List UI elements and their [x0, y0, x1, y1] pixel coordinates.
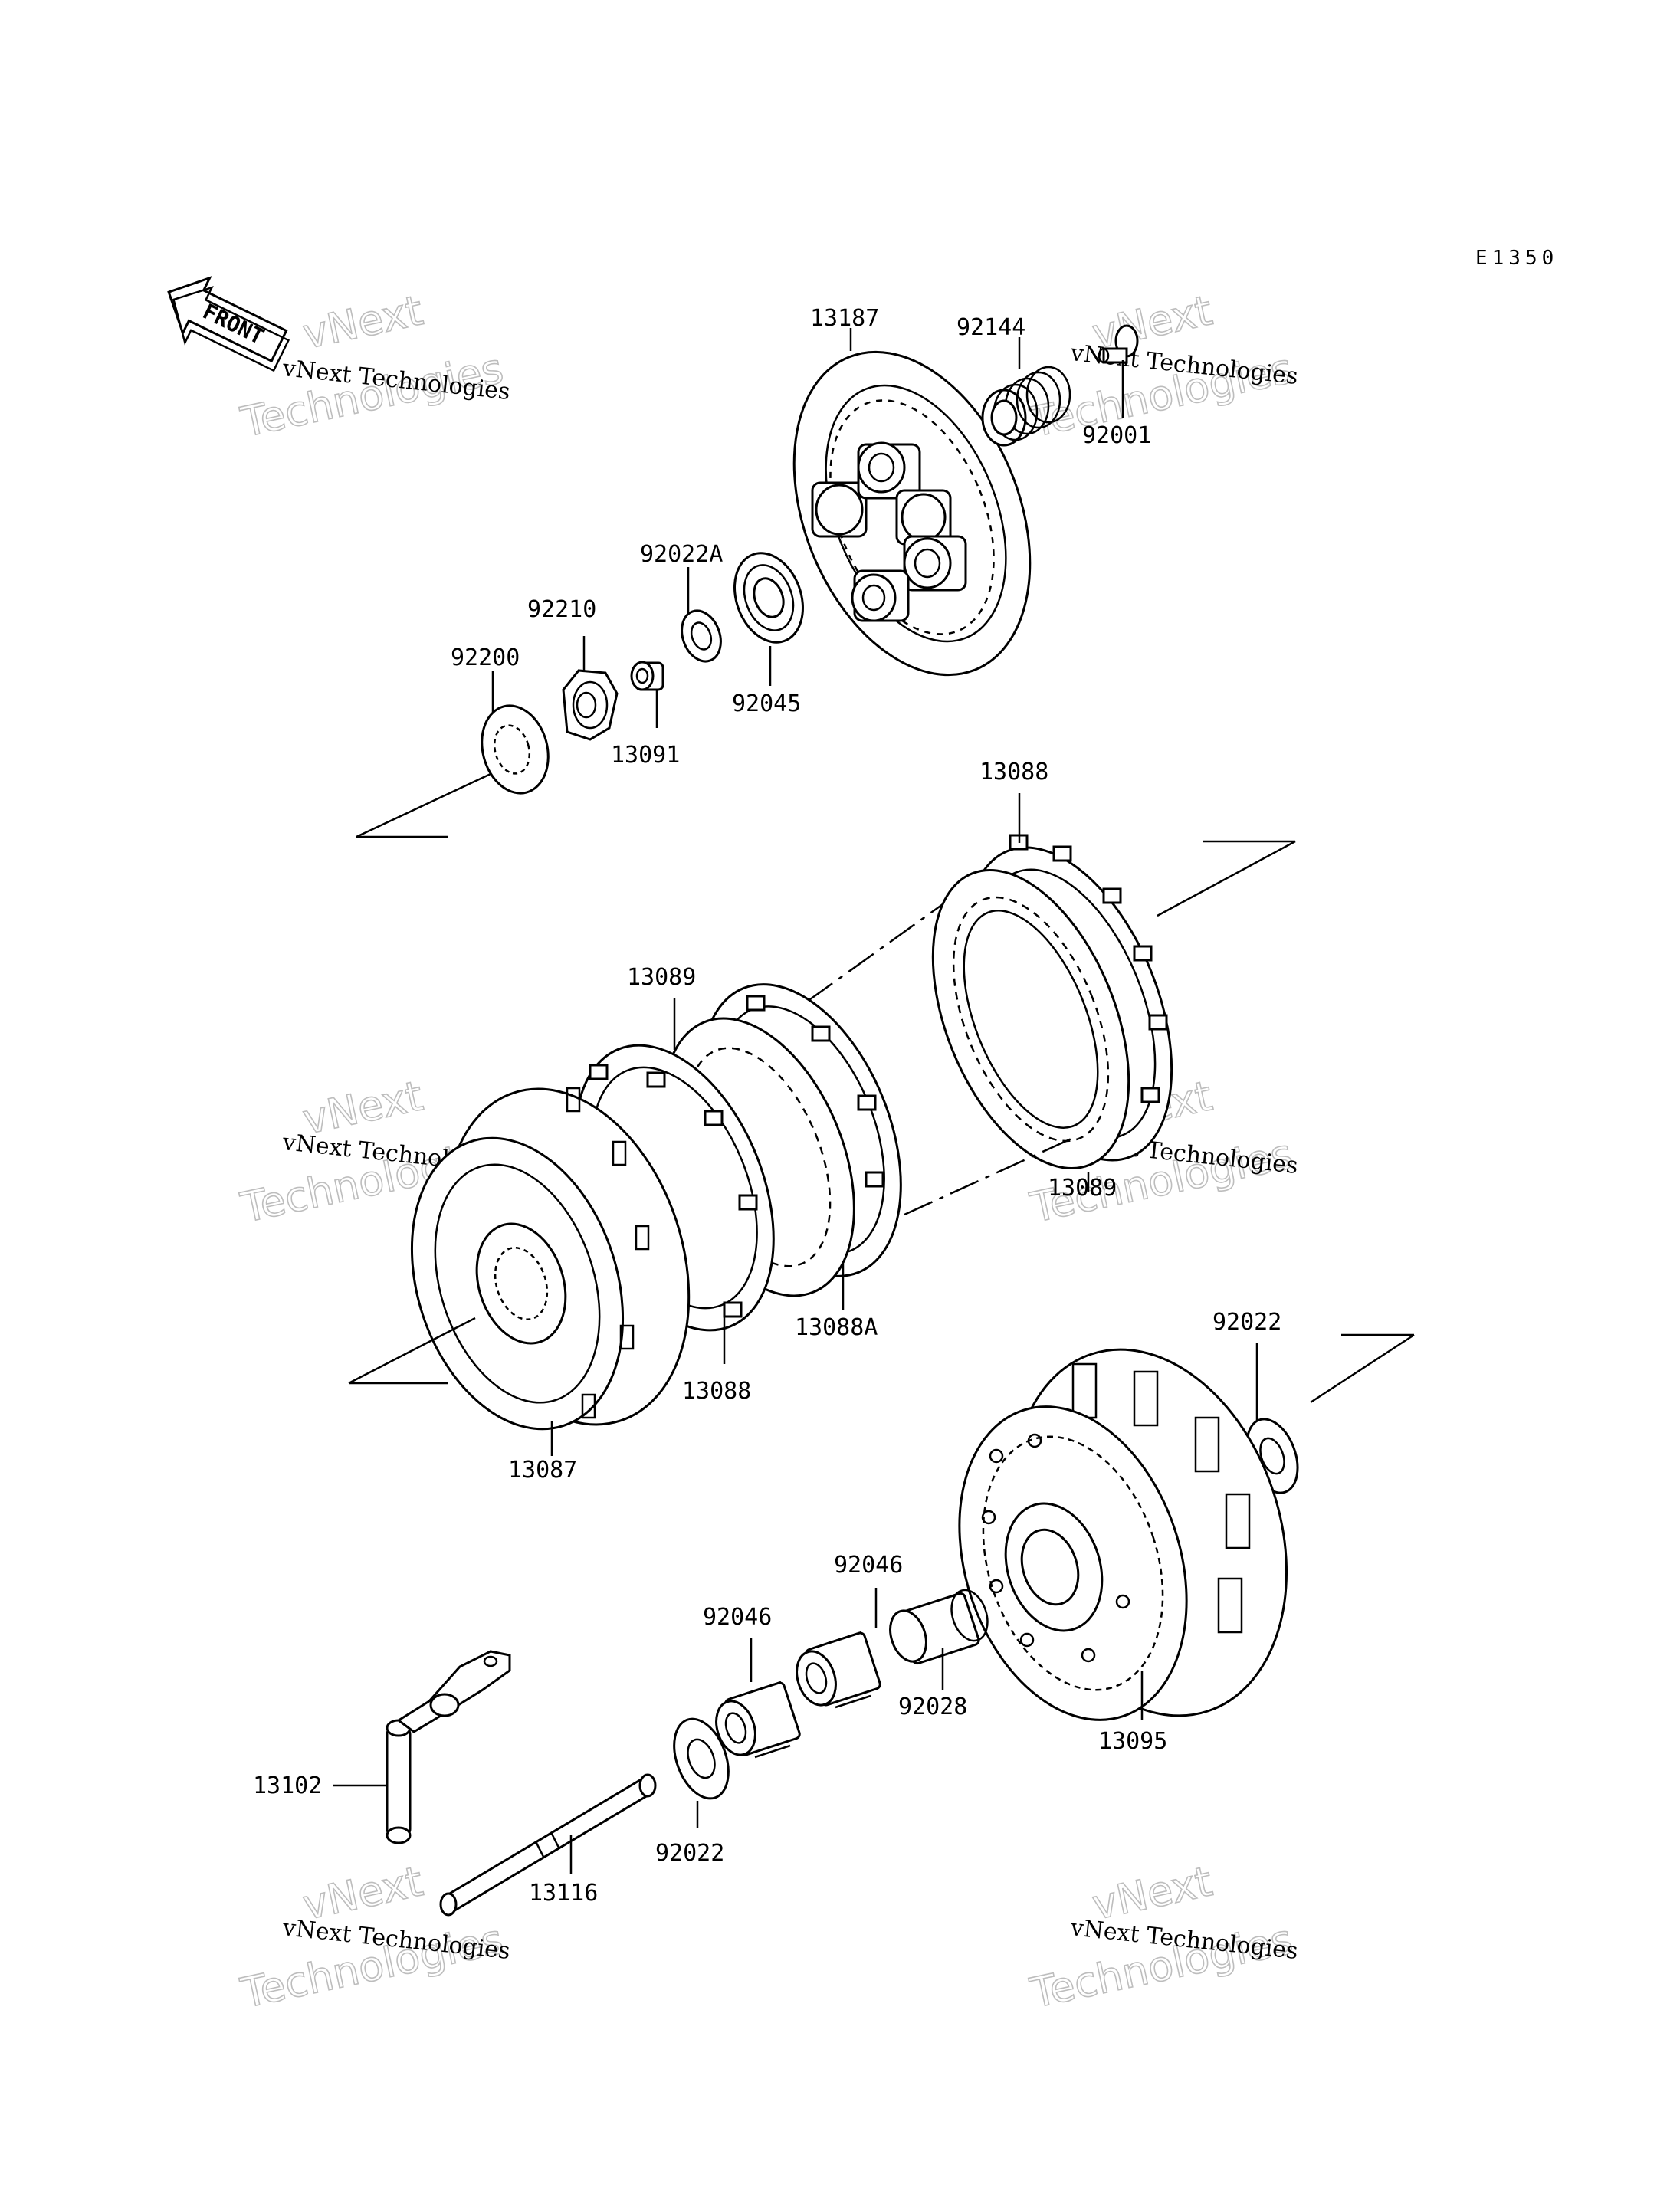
label-13116: 13116: [529, 1880, 598, 1907]
label-92022A: 92022A: [640, 541, 723, 568]
spline-washer-92200: [481, 704, 550, 795]
label-13095: 13095: [1098, 1728, 1167, 1755]
clutch-spring-92144: [981, 366, 1071, 447]
label-13089-right: 13089: [1048, 1175, 1117, 1202]
axis-line-mid-right-diag: [1157, 840, 1296, 917]
label-13087: 13087: [508, 1457, 577, 1484]
axis-line-lower-right-diag: [1310, 1333, 1415, 1404]
axis-line-top-diag: [356, 772, 491, 838]
label-13091: 13091: [611, 742, 680, 769]
needle-bearing-92046-b: [796, 1631, 881, 1709]
watermark-top-left: vNext Technologies vNext Technologies: [236, 285, 511, 447]
label-92144: 92144: [956, 314, 1025, 341]
bearing-92045: [733, 552, 804, 644]
svg-text:vNext: vNext: [299, 286, 427, 358]
pressure-plate-13187: [792, 350, 1032, 677]
label-92210: 92210: [527, 596, 596, 623]
label-13088A: 13088A: [795, 1314, 878, 1341]
washer-92022A: [681, 609, 722, 663]
diagram-code: E1350: [1475, 247, 1558, 270]
front-arrow-icon: FRONT: [167, 276, 290, 372]
needle-bearing-92046-a: [715, 1681, 801, 1759]
label-92045: 92045: [732, 690, 801, 717]
label-13089-left: 13089: [627, 964, 696, 991]
bolt-92001: [1098, 324, 1139, 364]
label-92046-a: 92046: [703, 1604, 772, 1631]
sleeve-92028: [889, 1589, 989, 1665]
label-92028: 92028: [898, 1694, 967, 1720]
label-92022-bottom: 92022: [655, 1840, 724, 1867]
label-92022-right: 92022: [1212, 1309, 1281, 1336]
watermark-bottom-right: vNext Technologies vNext Technologies: [1025, 1856, 1299, 2018]
watermark-top-right: vNext Technologies vNext Technologies: [1025, 285, 1299, 447]
release-lever-13102: [386, 1650, 511, 1844]
label-13102: 13102: [253, 1772, 322, 1799]
clutch-housing-13095: [958, 1348, 1288, 1721]
steel-plate-13089-right: [931, 869, 1130, 1169]
dash-guide-lower: [904, 1136, 1074, 1216]
axis-line-mid-left-diag: [348, 1317, 476, 1385]
label-13088-top: 13088: [979, 759, 1048, 785]
label-92046-b: 92046: [834, 1552, 903, 1579]
label-92200: 92200: [451, 644, 520, 671]
clutch-hub-13087: [410, 1087, 691, 1431]
label-13187: 13187: [810, 305, 879, 332]
collar-13091: [630, 661, 664, 691]
washer-92022-bottom: [673, 1717, 730, 1800]
push-rod-13116: [439, 1773, 657, 1917]
label-13088-bottom: 13088: [682, 1378, 751, 1405]
dash-guide-upper: [766, 903, 943, 1032]
label-92001: 92001: [1082, 422, 1151, 449]
nut-92210: [562, 669, 619, 741]
